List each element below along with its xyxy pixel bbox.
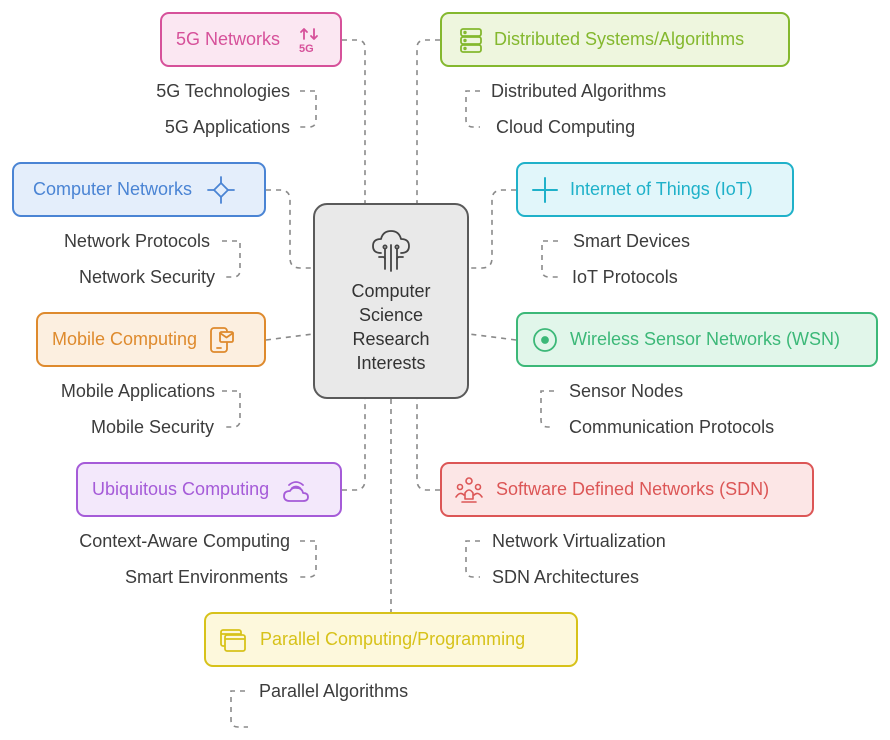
topic-ubiquitous-computing[interactable]: Ubiquitous Computing <box>76 462 342 517</box>
topic-parallel-computing[interactable]: Parallel Computing/Programming <box>204 612 578 667</box>
subtopic-5g-applications: 5G Applications <box>164 117 290 137</box>
topic-label: Parallel Computing/Programming <box>260 629 526 649</box>
connector-computer-networks <box>266 189 313 269</box>
topic-label: Mobile Computing <box>52 329 198 349</box>
topic-iot[interactable]: Internet of Things (IoT) <box>516 162 794 217</box>
bracket-distributed <box>465 90 480 128</box>
bracket-wsn <box>540 390 554 428</box>
connector-ubiquitous <box>342 399 366 491</box>
subtopic-parallel-algorithms: Parallel Algorithms <box>259 681 409 701</box>
topic-label: Software Defined Networks (SDN) <box>496 479 770 499</box>
mobile-message-icon <box>207 325 237 355</box>
subtopic-5g-technologies: 5G Technologies <box>156 81 290 101</box>
bracket-computer-networks <box>222 240 241 278</box>
bracket-sdn <box>465 540 480 578</box>
bracket-ubiquitous <box>300 540 317 578</box>
center-node[interactable]: Computer Science Research Interests <box>313 203 469 399</box>
topic-computer-networks[interactable]: Computer Networks <box>12 162 266 217</box>
subtopic-smart-devices: Smart Devices <box>573 231 691 251</box>
topic-mobile-computing[interactable]: Mobile Computing <box>36 312 266 367</box>
bracket-fiveg <box>300 90 317 128</box>
subtopic-distributed-algorithms: Distributed Algorithms <box>491 81 667 101</box>
connector-fiveg <box>342 39 366 203</box>
topic-distributed-systems[interactable]: Distributed Systems/Algorithms <box>440 12 790 67</box>
subtopic-network-virtualization: Network Virtualization <box>492 531 666 551</box>
subtopic-sensor-nodes: Sensor Nodes <box>569 381 684 401</box>
connector-iot <box>469 189 516 269</box>
cloud-circuit-icon <box>367 225 415 273</box>
topic-label: Internet of Things (IoT) <box>570 179 753 199</box>
topic-label: Ubiquitous Computing <box>92 479 270 499</box>
subtopic-communication-protocols: Communication Protocols <box>569 417 775 437</box>
connector-distributed <box>416 39 440 203</box>
subtopic-mobile-applications: Mobile Applications <box>60 381 215 401</box>
topic-label: Computer Networks <box>33 179 193 199</box>
topic-label: Wireless Sensor Networks (WSN) <box>570 329 841 349</box>
bracket-iot <box>541 240 558 278</box>
topic-sdn[interactable]: Software Defined Networks (SDN) <box>440 462 814 517</box>
connector-mobile <box>265 333 314 341</box>
network-node-icon <box>206 175 236 205</box>
center-title: Computer Science Research Interests <box>351 281 431 373</box>
5g-icon-text: 5G <box>299 43 314 55</box>
topic-label: Distributed Systems/Algorithms <box>494 29 745 49</box>
people-network-icon <box>454 475 484 505</box>
stacked-windows-icon <box>218 625 248 655</box>
plus-cross-icon <box>530 175 560 205</box>
bracket-mobile <box>222 390 241 428</box>
cloud-wifi-icon <box>281 475 311 505</box>
subtopic-smart-environments: Smart Environments <box>124 567 288 587</box>
subtopic-iot-protocols: IoT Protocols <box>572 267 678 287</box>
subtopic-network-security: Network Security <box>78 267 215 287</box>
connector-wsn <box>468 333 517 341</box>
sensor-target-icon <box>530 325 560 355</box>
subtopic-cloud-computing: Cloud Computing <box>496 117 636 137</box>
subtopic-network-protocols: Network Protocols <box>63 231 210 251</box>
subtopic-sdn-architectures: SDN Architectures <box>492 567 640 587</box>
topic-5g-networks[interactable]: 5G Networks 5G <box>160 12 342 67</box>
connector-sdn <box>416 399 440 491</box>
subtopic-mobile-security: Mobile Security <box>90 417 214 437</box>
topic-label: 5G Networks <box>176 29 281 49</box>
subtopic-context-aware-computing: Context-Aware Computing <box>79 531 290 551</box>
topic-wsn[interactable]: Wireless Sensor Networks (WSN) <box>516 312 878 367</box>
bracket-parallel <box>230 690 248 728</box>
5g-signal-icon: 5G <box>296 25 326 55</box>
server-stack-icon <box>456 25 486 55</box>
